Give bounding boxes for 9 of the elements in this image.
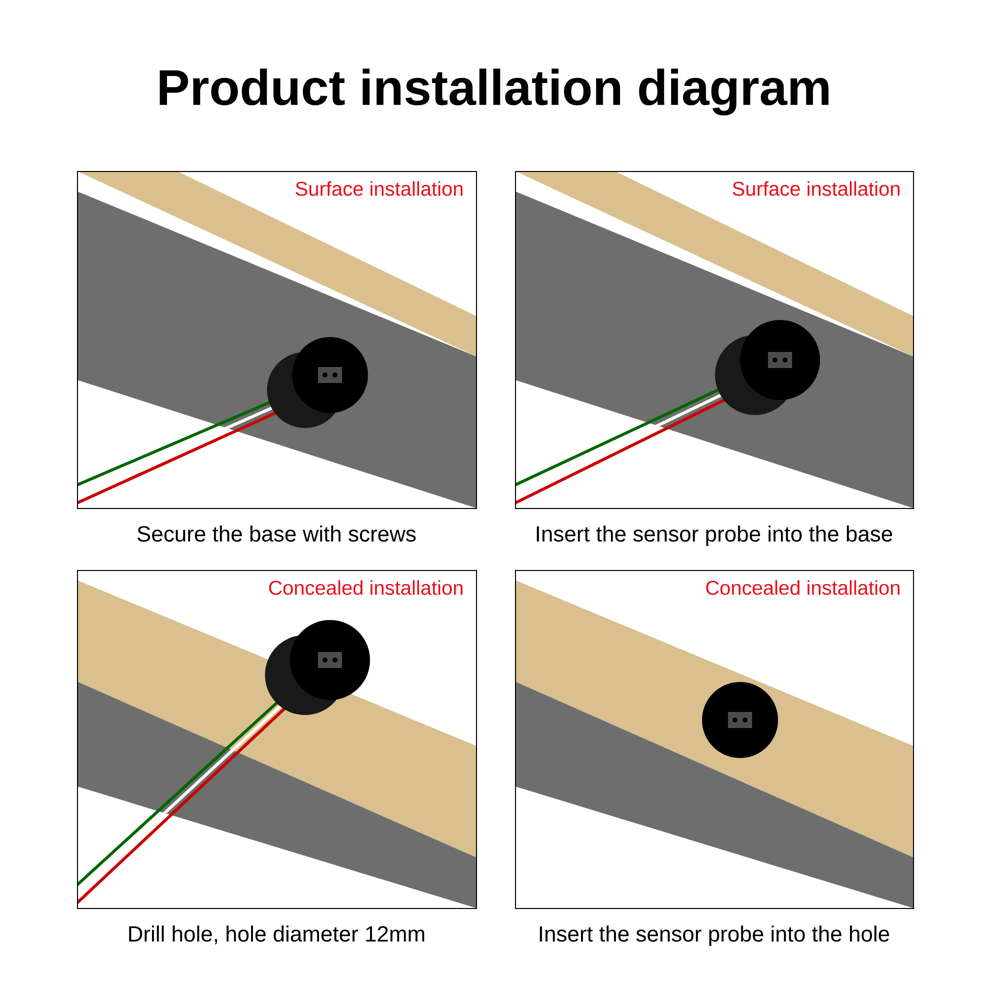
panel-heading: Surface installation — [730, 179, 903, 198]
panel-caption: Insert the sensor probe into the base — [536, 526, 892, 546]
panel-caption: Drill hole, hole diameter 12mm — [129, 926, 424, 944]
panel-heading: Surface installation — [292, 179, 466, 198]
title: Product installation diagram — [160, 68, 828, 116]
panel-caption: Insert the sensor probe into the hole — [540, 926, 890, 946]
panel-caption: Secure the base with screws — [138, 526, 416, 542]
panel-heading: Concealed installation — [703, 578, 903, 597]
panel-heading: Concealed installation — [266, 578, 466, 597]
